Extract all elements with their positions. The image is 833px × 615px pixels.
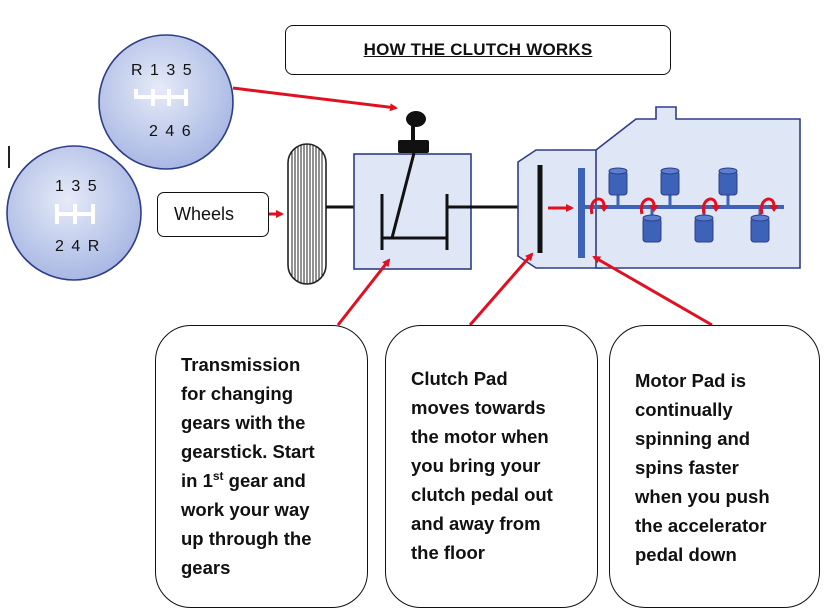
arrow-clutch-pad-callout	[468, 252, 534, 326]
piston-down	[694, 207, 714, 243]
piston-up	[660, 167, 680, 207]
shift-lower-bottom-row: 2 4 R	[55, 238, 101, 255]
transmission-callout: Transmission for changing gears with the…	[155, 325, 368, 608]
page-title: HOW THE CLUTCH WORKS	[363, 40, 593, 59]
callout-line: when you push	[635, 486, 770, 507]
arrow-transmission-callout	[336, 258, 391, 326]
callout-line: work your way	[181, 499, 310, 520]
callout-line: you bring your	[411, 455, 541, 476]
callout-line: Motor Pad is	[635, 370, 747, 391]
wheels-label-box: Wheels	[157, 192, 269, 237]
transmission-box	[353, 152, 472, 270]
shift-upper-bottom-row: 2 4 6	[149, 123, 193, 140]
callout-line: the accelerator	[635, 515, 767, 536]
arrow-shift-to-gearstick	[232, 86, 398, 112]
arrow-motor-pad-callout	[592, 255, 713, 327]
shift-upper-top-row: R 1 3 5	[131, 62, 194, 79]
shift-pattern-lower	[6, 145, 142, 281]
shift-gate-icon	[134, 89, 188, 106]
callout-line: in 1st gear and	[181, 466, 357, 495]
callout-line: moves towards	[411, 397, 546, 418]
shift-lower-top-row: 1 3 5	[55, 178, 99, 195]
clutch-pad-callout: Clutch Pad moves towards the motor when …	[385, 325, 598, 608]
callout-line: clutch pedal out	[411, 484, 553, 505]
motor-pad-callout: Motor Pad is continually spinning and sp…	[609, 325, 820, 608]
callout-line: spins faster	[635, 457, 739, 478]
wheels-label: Wheels	[174, 204, 235, 224]
piston-up	[718, 167, 738, 207]
callout-line: gears with the	[181, 412, 306, 433]
shift-pattern-upper	[98, 34, 234, 170]
wheel-drum	[287, 143, 327, 285]
callout-line: the floor	[411, 542, 485, 563]
title-box: HOW THE CLUTCH WORKS	[285, 25, 671, 75]
gearstick-knob	[398, 111, 429, 153]
callout-line: and away from	[411, 513, 541, 534]
motor-pad	[578, 168, 585, 258]
piston-down	[750, 207, 770, 243]
callout-line: for changing	[181, 383, 294, 404]
text-cursor	[8, 146, 10, 168]
callout-line: spinning and	[635, 428, 751, 449]
callout-line: Clutch Pad	[411, 368, 508, 389]
callout-line: continually	[635, 399, 733, 420]
shift-gate-icon	[55, 204, 95, 224]
callout-line: gearstick. Start	[181, 441, 315, 462]
ordinal-suffix: st	[212, 468, 224, 483]
callout-line: pedal down	[635, 544, 737, 565]
callout-line-part: gear and	[223, 470, 306, 491]
callout-line: up through the	[181, 528, 312, 549]
rotation-arrow-icon	[589, 197, 776, 215]
rotation-arrowhead-icon	[599, 205, 779, 212]
callout-line-part: in 1	[181, 470, 213, 491]
callout-line: gears	[181, 557, 231, 578]
callout-line: Transmission	[181, 354, 301, 375]
callout-line: the motor when	[411, 426, 549, 447]
piston-up	[608, 167, 628, 207]
